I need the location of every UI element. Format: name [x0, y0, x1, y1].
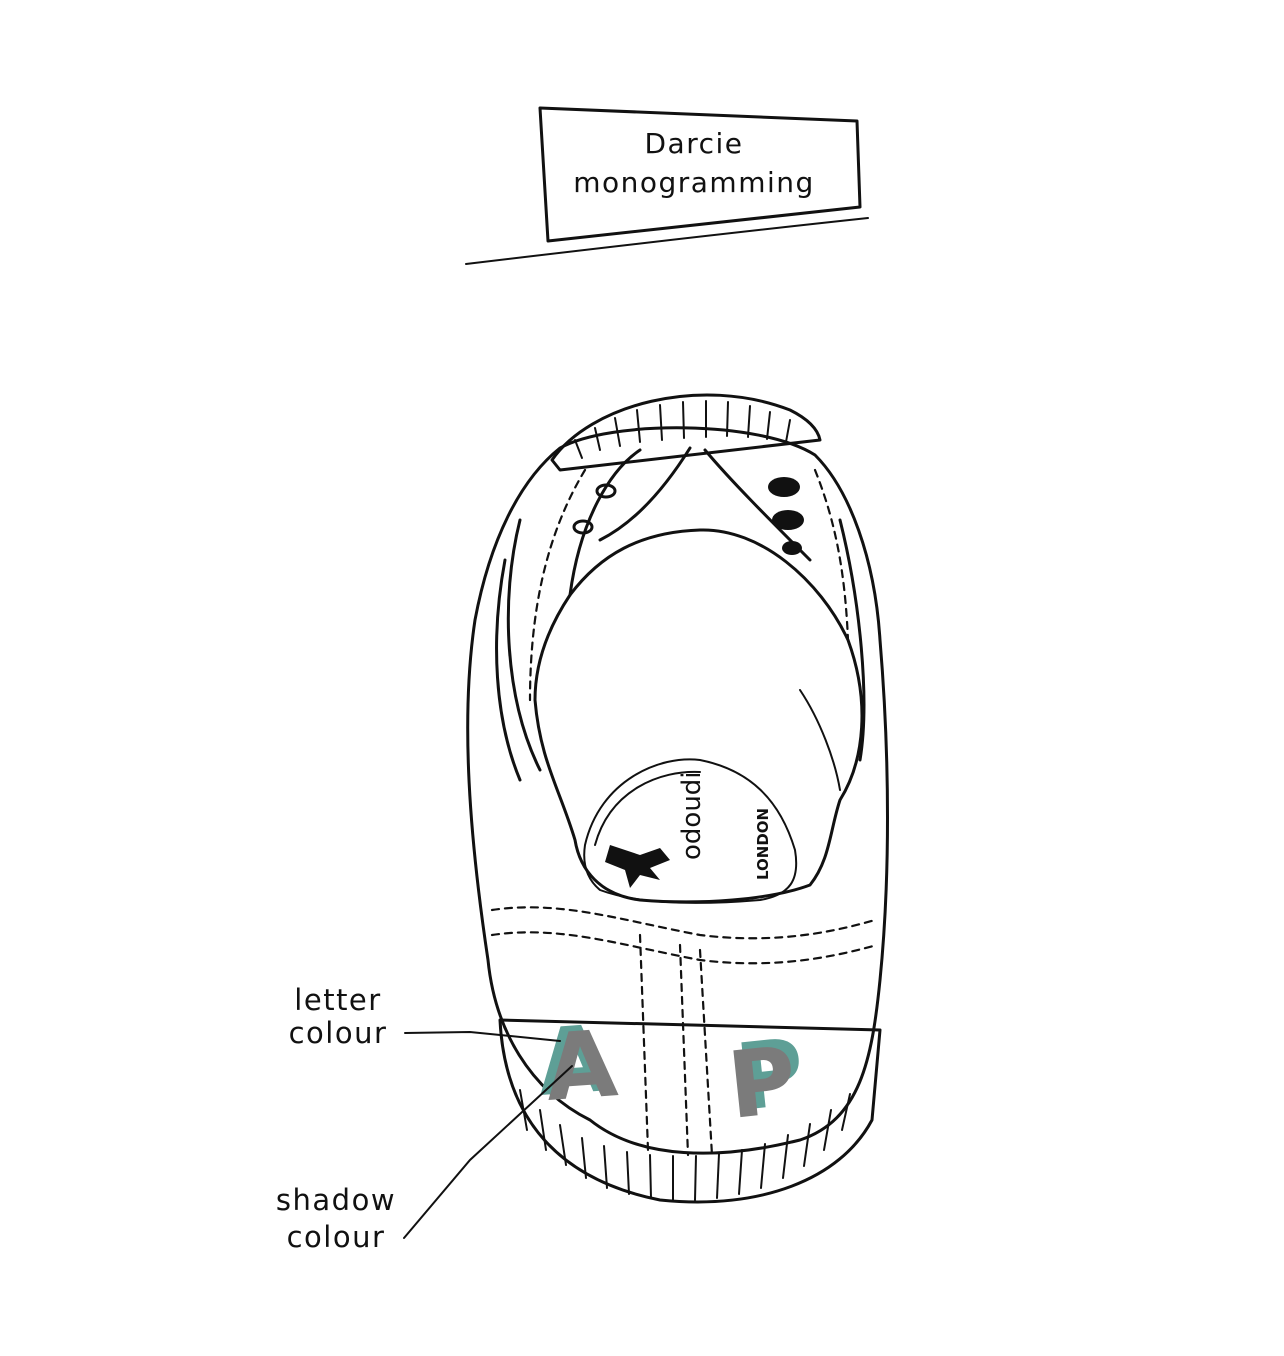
shoe: odoudi LONDON A A P P	[466, 393, 889, 1204]
shoe-upper	[466, 426, 889, 1155]
monogram-letter-2-shadow: P	[731, 1018, 809, 1131]
monogram-letter-1-shadow: A	[534, 1005, 612, 1117]
monogram-letter-2: P	[723, 1026, 801, 1139]
label-letter-line-1: letter	[294, 983, 381, 1017]
insole-brand: odoudi	[677, 771, 707, 860]
label-shadow-line-2: colour	[287, 1220, 386, 1254]
label-letter-colour: letter colour	[289, 983, 561, 1050]
heel-sole	[498, 1018, 882, 1204]
toe-sole-ribs	[574, 400, 791, 459]
label-shadow-colour: shadow colour	[276, 1065, 573, 1254]
insole: odoudi LONDON	[583, 758, 798, 904]
letter-leader-line	[404, 1030, 561, 1042]
butterfly-logo	[605, 845, 670, 888]
title-line-2: monogramming	[573, 166, 815, 199]
insole-text: LONDON	[754, 808, 772, 880]
heel-sole-ribs	[519, 1089, 851, 1201]
label-letter-line-2: colour	[289, 1016, 388, 1050]
title-tag: Darcie monogramming	[465, 106, 869, 265]
title-line-1: Darcie	[644, 127, 743, 160]
shoe-opening	[533, 528, 864, 904]
label-shadow-line-1: shadow	[276, 1183, 396, 1217]
eyelets	[572, 477, 804, 555]
monogram: A A P P	[534, 1005, 809, 1140]
toe-sole	[550, 393, 822, 472]
monogram-letter-1: A	[542, 1010, 620, 1122]
shadow-leader-line	[403, 1065, 573, 1239]
